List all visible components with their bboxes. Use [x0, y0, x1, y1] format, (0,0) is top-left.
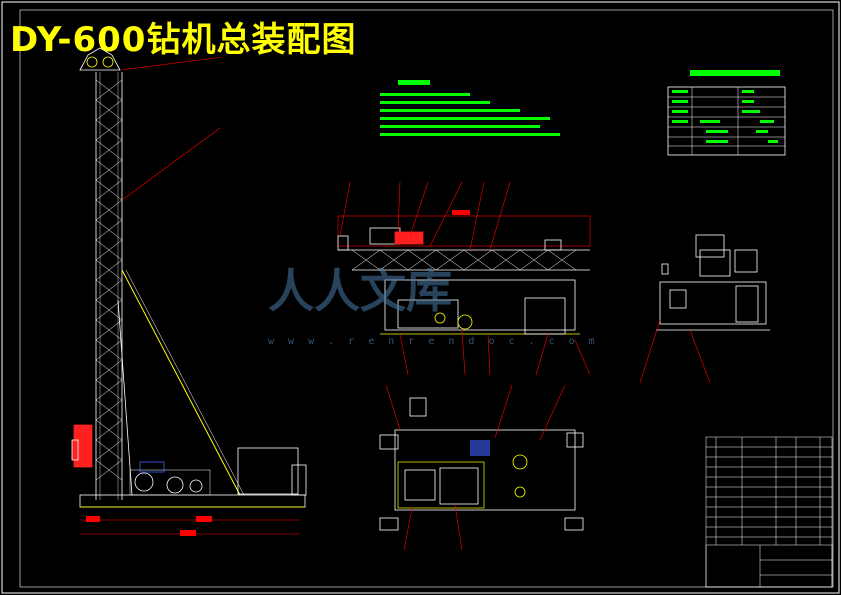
mast-leader-lines — [121, 56, 223, 201]
end-elevation — [656, 234, 770, 331]
end-elevation-leaders — [639, 319, 711, 384]
plan-view — [379, 397, 584, 531]
parameter-table — [667, 70, 786, 156]
watermark-logo: 人人文库 — [268, 264, 452, 318]
mast-elevation — [71, 47, 307, 536]
plan-view-leaders — [385, 384, 566, 551]
technical-notes — [380, 80, 560, 136]
drawing-title: DY-600钻机总装配图 — [10, 20, 357, 60]
parts-list-table — [705, 436, 833, 588]
drawing-inner-border — [19, 9, 834, 588]
rig-side-view — [337, 210, 591, 335]
watermark-url: w w w . r e n r e n d o c . c o m — [268, 336, 599, 347]
rig-side-leaders — [339, 181, 591, 376]
